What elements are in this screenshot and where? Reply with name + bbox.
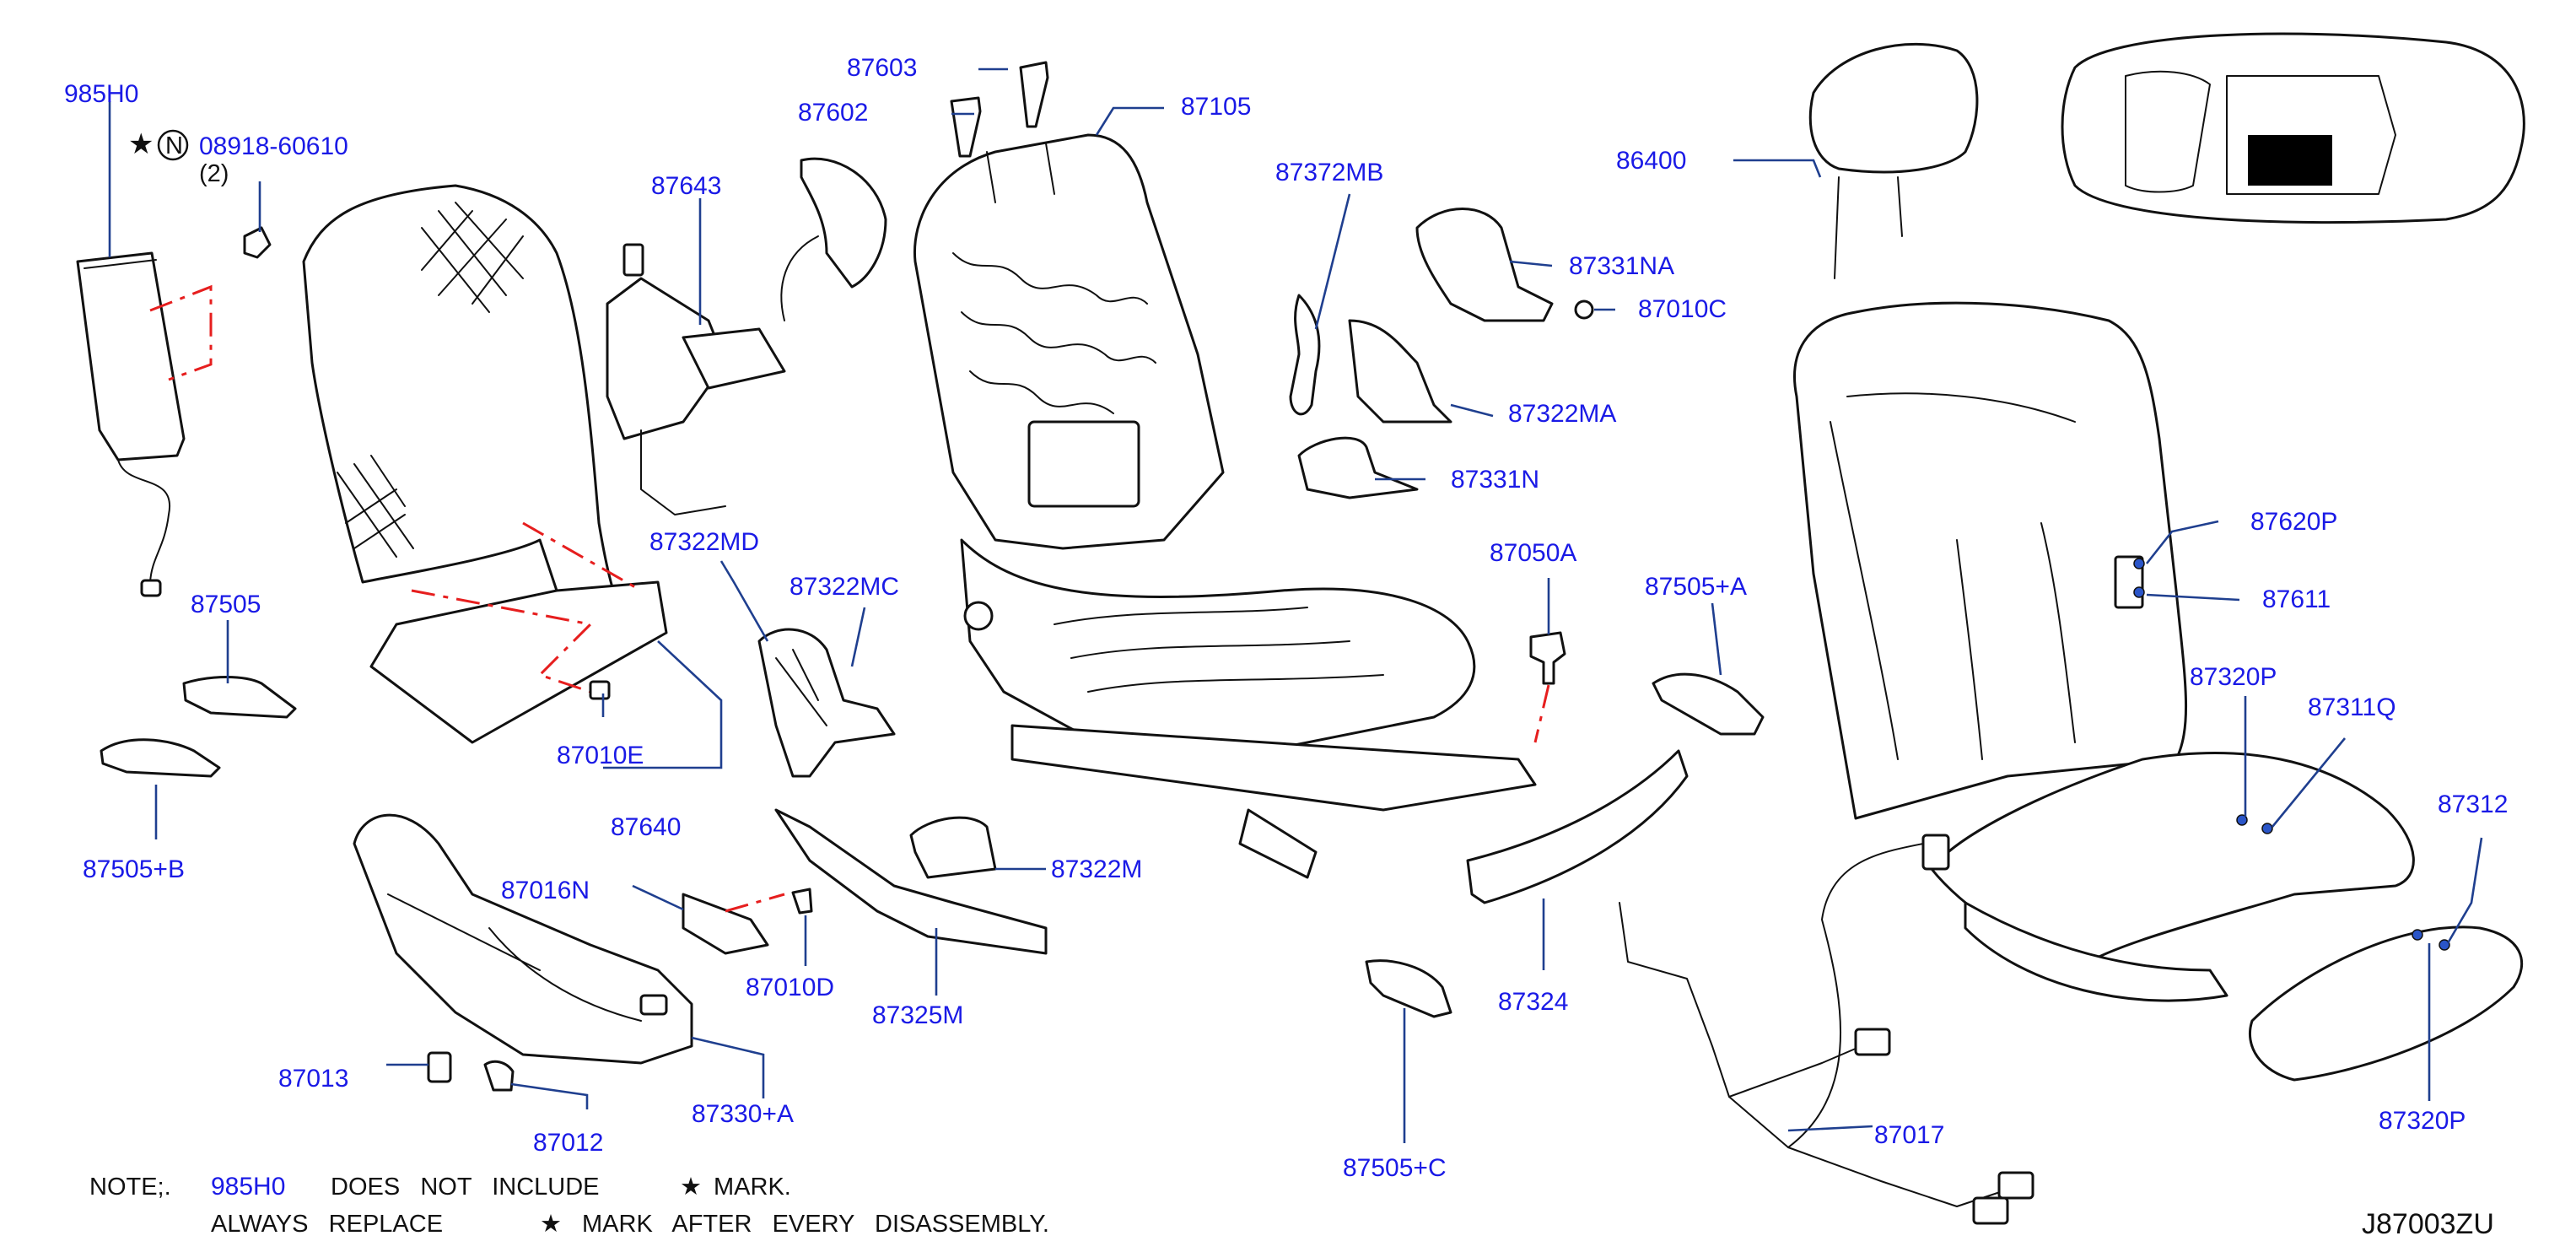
note-star-2: ★ (540, 1211, 562, 1238)
note-star-1: ★ (680, 1174, 702, 1201)
inner-trim-covers (757, 628, 896, 778)
label-87013[interactable]: 87013 (278, 1065, 348, 1093)
label-87602[interactable]: 87602 (798, 99, 868, 127)
label-87324[interactable]: 87324 (1498, 988, 1568, 1016)
label-87322MA[interactable]: 87322MA (1508, 400, 1616, 428)
label-87643[interactable]: 87643 (651, 172, 721, 200)
label-87322MD[interactable]: 87322MD (649, 528, 759, 556)
leader-lines (108, 67, 2483, 1143)
label-87012[interactable]: 87012 (533, 1129, 603, 1157)
seat-harness (1619, 834, 2034, 1225)
label-87320P-top[interactable]: 87320P (2190, 663, 2277, 691)
label-87640[interactable]: 87640 (611, 813, 681, 841)
diagram-reference-id: J87003ZU (2362, 1208, 2494, 1240)
label-87330-a[interactable]: 87330+A (692, 1100, 794, 1128)
label-87331NA[interactable]: 87331NA (1569, 252, 1674, 280)
lumbar-motor (606, 243, 786, 515)
seatback-assembly (1793, 301, 2188, 820)
trim-clips (950, 61, 1049, 158)
note-after-every: MARK AFTER EVERY DISASSEMBLY. (582, 1211, 1049, 1238)
inner-finisher (774, 808, 1048, 955)
note-always-replace: ALWAYS REPLACE (211, 1211, 443, 1238)
n-circle-icon (157, 129, 189, 161)
note-does-not-include: DOES NOT INCLUDE (331, 1174, 600, 1201)
label-87325M[interactable]: 87325M (872, 1001, 963, 1029)
label-87505-c[interactable]: 87505+C (1343, 1154, 1447, 1182)
label-985H0[interactable]: 985H0 (64, 80, 138, 108)
lever-knobs (100, 672, 1765, 1018)
note-prefix: NOTE;. (89, 1174, 171, 1201)
bolt-87050A (1529, 631, 1566, 743)
label-87372MB[interactable]: 87372MB (1275, 159, 1383, 186)
seat-switch (682, 888, 813, 955)
label-87620P[interactable]: 87620P (2250, 508, 2337, 536)
label-86400[interactable]: 86400 (1616, 147, 1686, 175)
part-labels: 985H0 ★ N 08918-60610 (2) 87603 87602 87… (64, 54, 2508, 1182)
note-part-985H0: 985H0 (211, 1173, 285, 1201)
headrest (1808, 42, 1979, 279)
label-87322M[interactable]: 87322M (1051, 855, 1142, 883)
label-87105[interactable]: 87105 (1181, 93, 1251, 121)
label-87505-a[interactable]: 87505+A (1645, 573, 1747, 601)
outer-side-finisher (353, 813, 693, 1065)
small-knobs (427, 1051, 515, 1092)
label-87331N[interactable]: 87331N (1451, 466, 1539, 494)
label-87505[interactable]: 87505 (191, 591, 261, 618)
side-bracket (780, 157, 887, 321)
circle-n-letter: N (165, 132, 183, 159)
label-87010D[interactable]: 87010D (746, 974, 834, 1001)
seat-cushion (1930, 558, 2523, 1082)
front-finisher (1466, 749, 1689, 904)
label-87010C[interactable]: 87010C (1638, 295, 1727, 323)
label-87016N[interactable]: 87016N (501, 877, 590, 904)
label-87505-b[interactable]: 87505+B (83, 855, 185, 883)
recliner-covers (1289, 208, 1594, 499)
label-87611[interactable]: 87611 (2262, 586, 2331, 613)
label-08918-60610[interactable]: 08918-60610 (199, 132, 348, 160)
note-mark: MARK. (714, 1174, 791, 1201)
label-87603[interactable]: 87603 (847, 54, 917, 82)
label-87322MC[interactable]: 87322MC (790, 573, 899, 601)
star-mark: ★ (128, 128, 154, 160)
label-87320P-bottom[interactable]: 87320P (2379, 1107, 2466, 1135)
label-87010E[interactable]: 87010E (557, 742, 644, 769)
seatback-trim-panel (302, 184, 668, 744)
side-airbag-module (76, 226, 272, 597)
quantity-2: (2) (199, 160, 229, 187)
vehicle-location-map (2061, 32, 2525, 224)
label-87312[interactable]: 87312 (2438, 791, 2508, 818)
label-87017[interactable]: 87017 (1874, 1121, 1944, 1149)
notes: NOTE;. 985H0 DOES NOT INCLUDE ★ MARK. AL… (89, 1173, 2494, 1240)
label-87050A[interactable]: 87050A (1490, 539, 1576, 567)
label-87311Q[interactable]: 87311Q (2308, 693, 2396, 721)
seat-frame-assembly (913, 133, 1537, 879)
